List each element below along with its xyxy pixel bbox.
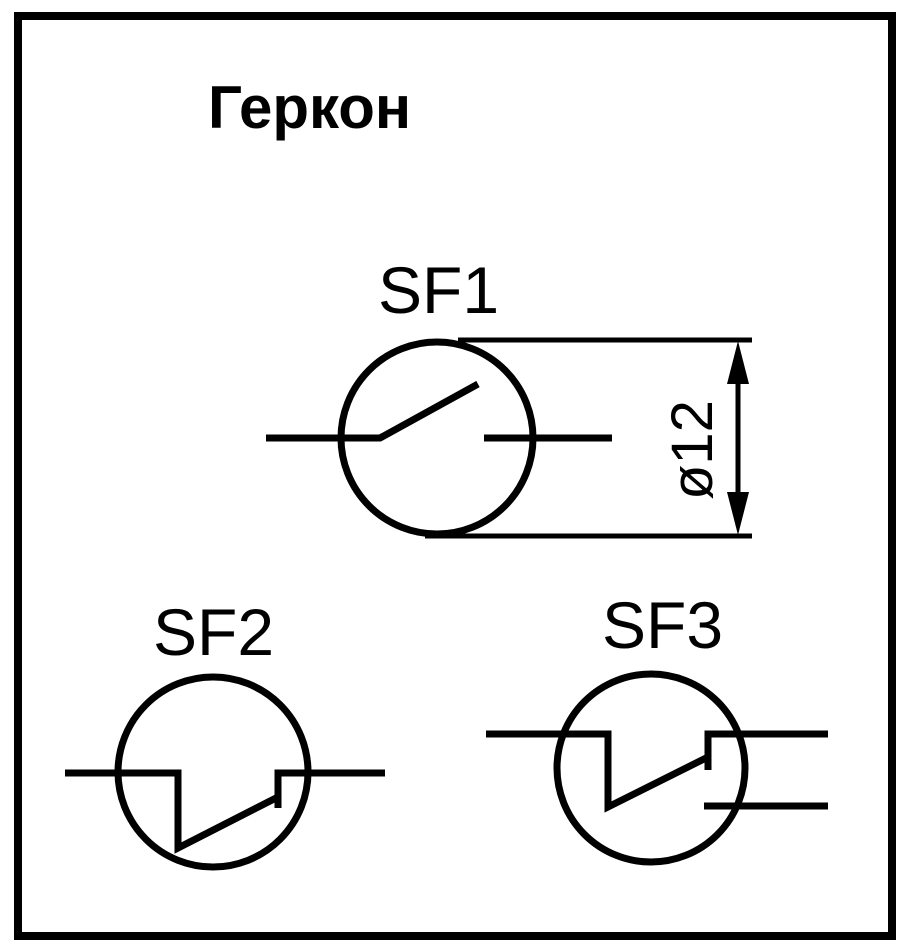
symbol-sf3-label: SF3 [602, 588, 723, 662]
symbol-sf2: SF2 [65, 595, 385, 871]
symbol-sf2-label: SF2 [153, 595, 274, 669]
sf3-circle [553, 670, 749, 866]
symbol-sf1-label: SF1 [378, 253, 499, 327]
sf3-upper-contact [704, 730, 828, 770]
sf2-moving-contact [65, 769, 280, 854]
sf1-dim-arrow-top [727, 341, 749, 384]
sf1-dim-arrow-bottom [727, 492, 749, 535]
symbol-sf1: SF1 ø12 [266, 253, 752, 539]
sf2-fixed-contact [274, 769, 385, 808]
symbol-sf3: SF3 [486, 588, 828, 866]
sf3-moving-contact [486, 730, 710, 813]
frame-border [14, 12, 896, 940]
diagram-title: Геркон [208, 74, 411, 141]
sf1-dim-label: ø12 [660, 400, 725, 500]
sf1-moving-contact [266, 380, 480, 442]
